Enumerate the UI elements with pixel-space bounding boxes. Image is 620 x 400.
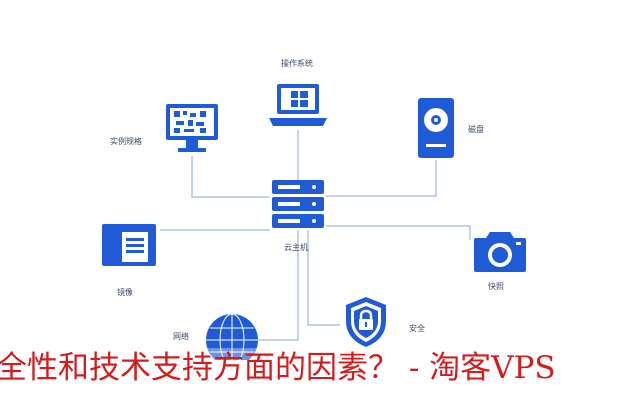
shield-lock-icon	[344, 295, 388, 349]
monitor-qr-icon	[164, 102, 220, 154]
image-label: 镜像	[117, 288, 133, 297]
server-rack-icon	[270, 178, 326, 230]
network-label: 网络	[173, 332, 189, 341]
camera-icon	[472, 226, 528, 274]
spec-label: 实例规格	[110, 137, 142, 146]
image-stack-icon	[98, 220, 160, 270]
laptop-windows-icon	[269, 82, 327, 128]
snapshot-label: 快照	[488, 282, 504, 291]
disk-label: 磁盘	[468, 125, 484, 134]
line-spec	[191, 156, 270, 198]
line-disk	[326, 160, 437, 197]
security-label: 安全	[409, 324, 425, 333]
center-label: 云主机	[284, 243, 308, 252]
os-label: 操作系统	[281, 59, 313, 68]
hard-disk-icon	[416, 96, 456, 160]
line-network	[250, 230, 299, 341]
caption-text: 全性和技术支持方面的因素？ - 淘客VPS	[0, 348, 620, 388]
line-snapshot	[326, 225, 471, 240]
globe-icon	[202, 310, 262, 360]
line-security	[307, 230, 340, 326]
